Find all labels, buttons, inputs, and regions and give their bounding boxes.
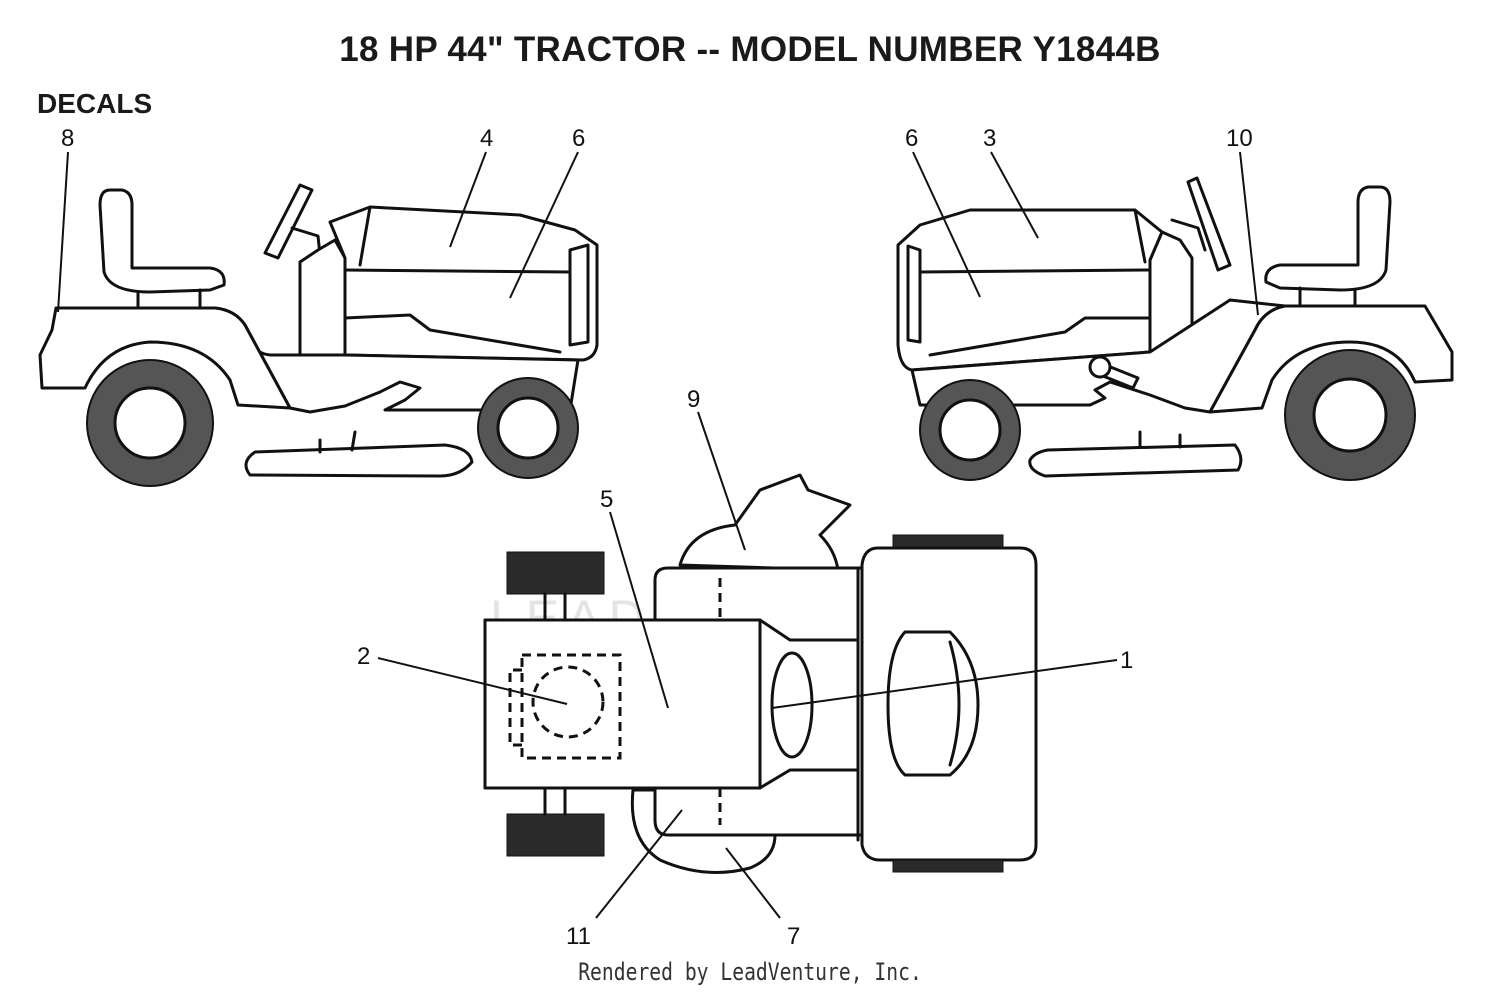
top-seat bbox=[886, 630, 980, 777]
right-hood-lower bbox=[928, 316, 1152, 357]
top-rear-wheel-lower bbox=[892, 859, 1004, 873]
callout-4: 4 bbox=[480, 125, 493, 152]
top-engine-dashed-circle bbox=[531, 665, 605, 739]
footer-credit: Rendered by LeadVenture, Inc. bbox=[578, 958, 922, 986]
leader-5 bbox=[609, 511, 669, 709]
right-hood-crease bbox=[918, 208, 1152, 274]
left-hood-lower bbox=[343, 313, 562, 354]
page-title: 18 HP 44" TRACTOR -- MODEL NUMBER Y1844B bbox=[339, 30, 1161, 69]
left-rear-body bbox=[38, 306, 292, 410]
left-seat bbox=[98, 188, 226, 294]
right-deck-hanger bbox=[1138, 430, 1182, 449]
callout-7: 7 bbox=[787, 923, 800, 950]
callout-3: 3 bbox=[983, 125, 996, 152]
top-front-wheel-upper bbox=[506, 551, 605, 595]
callout-10: 10 bbox=[1226, 125, 1253, 152]
callout-6-right: 6 bbox=[905, 125, 918, 152]
left-front-hub bbox=[496, 396, 560, 460]
top-engine-dashed-side bbox=[508, 668, 522, 747]
top-seat-back bbox=[948, 640, 961, 767]
right-steering-column bbox=[1170, 218, 1207, 252]
leader-2 bbox=[377, 657, 568, 705]
leader-9 bbox=[697, 411, 746, 551]
callout-11: 11 bbox=[566, 923, 591, 950]
right-rear-body bbox=[1208, 304, 1454, 414]
callout-9: 9 bbox=[687, 386, 700, 413]
leader-4 bbox=[449, 151, 487, 248]
top-hood bbox=[483, 618, 860, 790]
callout-2: 2 bbox=[357, 643, 370, 670]
top-discharge-chute bbox=[678, 473, 852, 572]
right-seat-support bbox=[1298, 286, 1357, 307]
leader-11 bbox=[595, 809, 683, 919]
left-hood-crease bbox=[343, 205, 572, 274]
left-mower-deck bbox=[244, 443, 474, 478]
left-rear-hub bbox=[113, 386, 187, 460]
right-rear-hub bbox=[1312, 377, 1388, 453]
tractor-top-view bbox=[483, 473, 1038, 874]
callout-numbers: 8 4 6 6 3 10 9 5 2 1 11 7 bbox=[61, 125, 1253, 950]
leader-1 bbox=[771, 659, 1118, 709]
top-engine-dashed-outline bbox=[520, 653, 622, 760]
leader-3 bbox=[990, 151, 1039, 239]
callout-8: 8 bbox=[61, 125, 74, 152]
leader-8 bbox=[57, 151, 69, 313]
top-front-axle bbox=[543, 592, 567, 816]
right-steering-wheel bbox=[1186, 176, 1232, 272]
left-dash-tower bbox=[298, 238, 347, 357]
callout-5: 5 bbox=[600, 486, 613, 513]
leader-6-right bbox=[912, 151, 981, 298]
left-hood bbox=[328, 205, 599, 362]
leader-7 bbox=[725, 847, 781, 919]
leader-10 bbox=[1239, 151, 1259, 316]
right-mower-deck bbox=[1028, 443, 1243, 478]
right-seat bbox=[1264, 185, 1392, 292]
left-grille bbox=[568, 243, 590, 347]
top-front-wheel-lower bbox=[506, 813, 605, 857]
right-lever-knob bbox=[1088, 355, 1112, 379]
top-rear-wheel-upper bbox=[892, 534, 1004, 548]
right-grille bbox=[906, 244, 922, 344]
left-deck-hanger bbox=[318, 430, 357, 454]
section-label-decals: DECALS bbox=[37, 88, 153, 119]
left-steering-wheel bbox=[263, 183, 314, 260]
right-front-hub bbox=[938, 398, 1002, 462]
right-hood bbox=[896, 208, 1164, 372]
callout-1: 1 bbox=[1120, 647, 1133, 674]
tractor-left-side-view bbox=[38, 183, 599, 487]
callout-6-left: 6 bbox=[572, 125, 585, 152]
leader-lines bbox=[57, 151, 1259, 919]
leader-6-left bbox=[509, 151, 579, 299]
tractor-right-side-view bbox=[896, 176, 1454, 481]
